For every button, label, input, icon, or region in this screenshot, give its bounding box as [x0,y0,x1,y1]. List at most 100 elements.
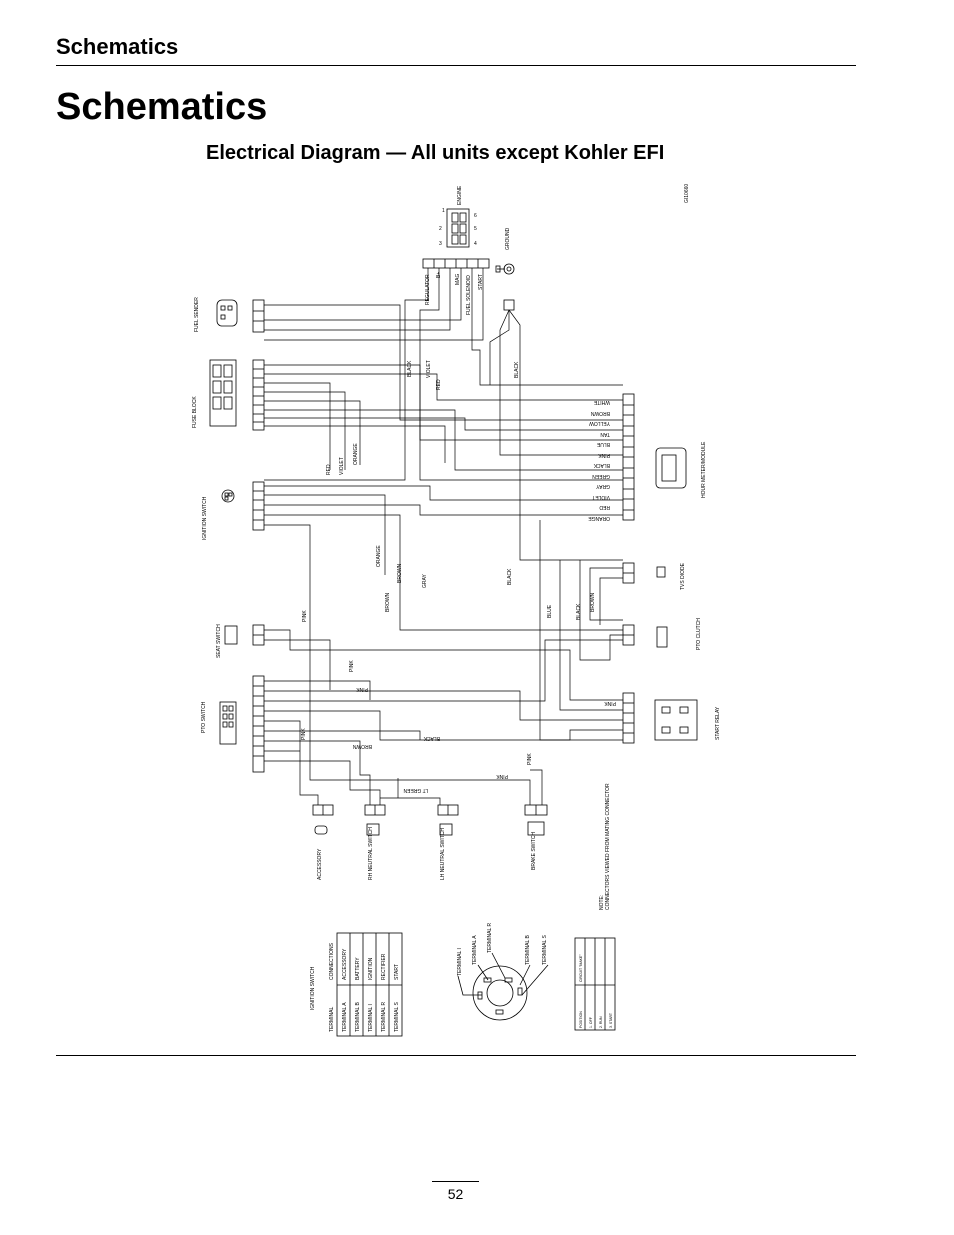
tvs-diode: TVS DIODE [622,562,686,590]
svg-text:BLACK: BLACK [507,568,513,585]
svg-text:CONNECTIONS: CONNECTIONS [329,942,335,980]
page-title: Schematics [56,86,268,128]
svg-text:RED: RED [599,504,610,510]
svg-text:5: 5 [474,226,477,232]
wiring-harness [264,268,623,805]
svg-text:TERMINAL R: TERMINAL R [381,1002,387,1032]
header-rule [56,65,856,66]
start-relay: START RELAY [622,692,721,744]
svg-text:GRAY: GRAY [596,483,610,489]
svg-text:TERMINAL A: TERMINAL A [342,1002,348,1032]
ignition-switch-connector: IGNITION SWITCH [202,481,265,540]
lh-neutral-connector: LH NEUTRAL SWITCH [437,804,459,880]
hour-meter-label: HOUR METER/MODULE [701,441,707,498]
svg-text:BROWN: BROWN [385,592,391,612]
svg-text:GREEN: GREEN [592,473,610,479]
svg-text:START: START [478,274,484,290]
ignition-switch-label: IGNITION SWITCH [202,496,208,540]
svg-text:RECTIFIER: RECTIFIER [381,953,387,980]
svg-text:TERMINAL S: TERMINAL S [542,935,548,965]
svg-text:3. START: 3. START [609,1012,613,1028]
pto-clutch-label: PTO CLUTCH [696,618,702,650]
svg-text:BROWN: BROWN [352,743,372,749]
svg-text:TERMINAL R: TERMINAL R [487,923,493,953]
svg-text:PINK: PINK [356,686,368,692]
pto-switch-connector: PTO SWITCH [201,675,265,773]
fuse-block-label: FUSE BLOCK [192,396,198,428]
svg-text:PINK: PINK [349,660,355,672]
svg-text:MAG: MAG [455,274,461,286]
svg-text:NOTE:: NOTE: [599,895,605,910]
svg-text:TERMINAL A: TERMINAL A [472,935,478,965]
svg-text:VIOLET: VIOLET [339,457,345,475]
hour-meter-wire-labels: WHITE BROWN YELLOW TAN BLUE PINK BLACK G… [588,399,610,521]
accessory-connector: ACCESSORY [312,804,334,880]
svg-text:2. RUN: 2. RUN [599,1016,603,1028]
svg-text:FUEL SOLENOID: FUEL SOLENOID [466,275,472,315]
lh-neutral-label: LH NEUTRAL SWITCH [440,828,446,880]
svg-text:ACCESSORY: ACCESSORY [342,948,348,980]
diagram-subtitle: Electrical Diagram — All units except Ko… [206,142,665,164]
svg-text:CONNECTORS VIEWED FROM MATING: CONNECTORS VIEWED FROM MATING CONNECTOR [605,783,611,910]
connector-note: NOTE: CONNECTORS VIEWED FROM MATING CONN… [599,783,611,910]
svg-text:LT GREEN: LT GREEN [403,787,428,793]
fuse-block: FUSE BLOCK [192,359,265,431]
svg-text:BLACK: BLACK [576,603,582,620]
fuel-sender: FUEL SENDER [194,297,265,333]
ignition-switch-table: IGNITION SWITCH TERMINAL CONNECTIONS TER… [310,932,403,1037]
seat-switch-label: SEAT SWITCH [216,624,222,658]
svg-text:BLACK: BLACK [593,462,610,468]
svg-text:GRAY: GRAY [422,574,428,588]
footer-rule [56,1055,856,1056]
svg-text:1: 1 [442,208,445,214]
section-header: Schematics [56,34,179,59]
svg-text:PINK: PINK [604,700,616,706]
svg-text:ORANGE: ORANGE [376,545,382,567]
ground-terminal: GROUND [495,227,515,311]
svg-text:TAN: TAN [600,431,610,437]
svg-text:POSITION: POSITION [579,1011,583,1028]
svg-text:BROWN: BROWN [590,410,610,416]
brake-label: BRAKE SWITCH [531,832,537,870]
accessory-label: ACCESSORY [317,848,323,880]
svg-text:IGNITION: IGNITION [368,957,374,980]
svg-text:RED: RED [436,379,442,390]
seat-switch-connector: SEAT SWITCH [216,624,265,658]
svg-text:PINK: PINK [302,610,308,622]
svg-text:CIRCUIT "MAKE": CIRCUIT "MAKE" [579,954,583,982]
fuel-sender-label: FUEL SENDER [194,297,200,332]
engine-label: ENGINE [457,185,463,205]
tvs-diode-label: TVS DIODE [680,562,686,590]
svg-text:TERMINAL: TERMINAL [329,1007,335,1033]
svg-text:ORANGE: ORANGE [588,515,610,521]
svg-text:3: 3 [439,241,442,247]
page-number-rule [432,1181,479,1182]
svg-text:BATTERY: BATTERY [355,957,361,980]
pto-switch-label: PTO SWITCH [201,701,207,733]
rh-neutral-connector: RH NEUTRAL SWITCH [364,804,386,880]
svg-text:VIOLET: VIOLET [592,494,610,500]
svg-text:BLUE: BLUE [596,441,610,447]
svg-text:BROWN: BROWN [590,592,596,612]
svg-text:TERMINAL B: TERMINAL B [525,935,531,965]
position-table: POSITION CIRCUIT "MAKE" 1. OFF 2. RUN 3.… [574,937,616,1031]
ign-table-title: IGNITION SWITCH [310,966,316,1010]
svg-text:PINK: PINK [527,753,533,765]
svg-text:TERMINAL S: TERMINAL S [394,1002,400,1032]
svg-text:1. OFF: 1. OFF [589,1017,593,1028]
svg-text:PINK: PINK [301,728,307,740]
wire-color-labels: BLACK VIOLET RED BLACK RED VIOLET ORANGE… [301,360,616,793]
svg-text:4: 4 [474,241,477,247]
pto-clutch: PTO CLUTCH [622,618,702,650]
ignition-switch-terminals: TERMINAL I TERMINAL A TERMINAL R TERMINA… [457,923,549,1021]
engine-terminal-block: REGULATOR B+ MAG FUEL SOLENOID START [422,258,490,315]
svg-text:6: 6 [474,213,477,219]
ground-label: GROUND [505,227,511,250]
svg-text:RED: RED [326,464,332,475]
svg-text:WHITE: WHITE [593,399,610,405]
svg-text:TERMINAL B: TERMINAL B [355,1002,361,1032]
svg-text:TERMINAL I: TERMINAL I [368,1004,374,1032]
svg-text:TERMINAL I: TERMINAL I [457,948,463,976]
start-relay-label: START RELAY [715,706,721,740]
